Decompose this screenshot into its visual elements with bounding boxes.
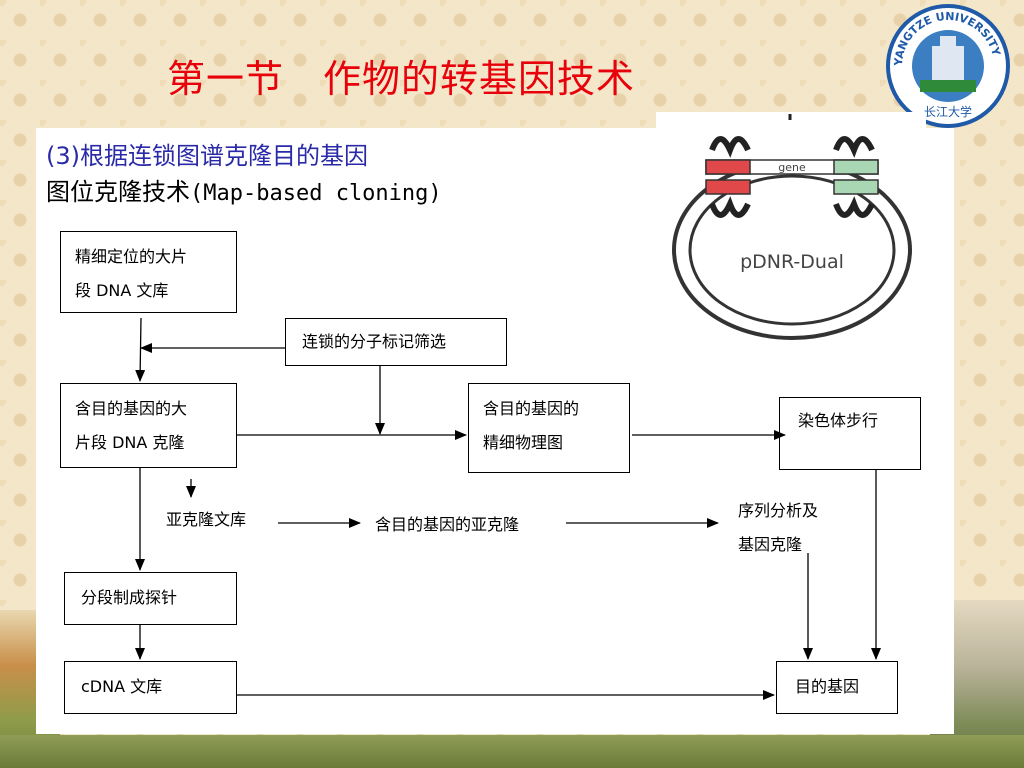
landscape-decoration-bottom [0, 735, 1024, 768]
plasmid-name: pDNR-Dual [740, 251, 844, 273]
physical-map-line1: 含目的基因的 [483, 399, 580, 418]
university-logo: YANGTZE UNIVERSITY 长江大学 [886, 4, 1010, 128]
large-clone-line2: 片段 DNA 克隆 [75, 433, 185, 452]
marker-screen-box: 连锁的分子标记筛选 [285, 318, 507, 366]
sequence-analysis-line1: 序列分析及 [738, 501, 819, 520]
site-icon-bottom-left [709, 196, 751, 218]
probe-box: 分段制成探针 [64, 572, 237, 625]
plasmid-diagram: gene pDNR-Dual [672, 114, 912, 340]
plasmid-gene-label: gene [778, 161, 806, 174]
large-dna-library-box: 精细定位的大片 段 DNA 文库 [60, 231, 237, 313]
physical-map-line2: 精细物理图 [483, 433, 564, 452]
subclone-library-label: 亚克隆文库 [166, 510, 247, 529]
method-heading-cn: 图位克隆技术 [46, 178, 190, 206]
sequence-analysis-line2: 基因克隆 [738, 535, 803, 554]
target-gene-box: 目的基因 [776, 661, 898, 714]
method-heading-en: (Map-based cloning) [190, 181, 442, 206]
subclone-label: 含目的基因的亚克隆 [375, 515, 520, 534]
large-dna-library-line1: 精细定位的大片 [75, 247, 188, 266]
large-clone-line1: 含目的基因的大 [75, 399, 188, 418]
chromosome-walk-box: 染色体步行 [779, 397, 921, 470]
section-subtitle: (3)根据连锁图谱克隆目的基因 [46, 142, 368, 170]
large-dna-library-line2: 段 DNA 文库 [75, 281, 169, 300]
method-heading: 图位克隆技术(Map-based cloning) [46, 172, 442, 207]
arrow-library-to-clone [135, 317, 146, 382]
physical-map-box: 含目的基因的 精细物理图 [468, 383, 630, 473]
slide-title: 第一节 作物的转基因技术 [167, 57, 636, 101]
site-icon-bottom-right [833, 196, 875, 218]
logo-bottom-text: 长江大学 [924, 104, 972, 119]
cdna-library-box: cDNA 文库 [64, 661, 237, 714]
site-icon-top-left [709, 136, 751, 158]
site-icon-top-right [833, 136, 875, 158]
large-clone-box: 含目的基因的大 片段 DNA 克隆 [60, 383, 237, 468]
sequence-analysis-label: 序列分析及 基因克隆 [738, 494, 818, 562]
